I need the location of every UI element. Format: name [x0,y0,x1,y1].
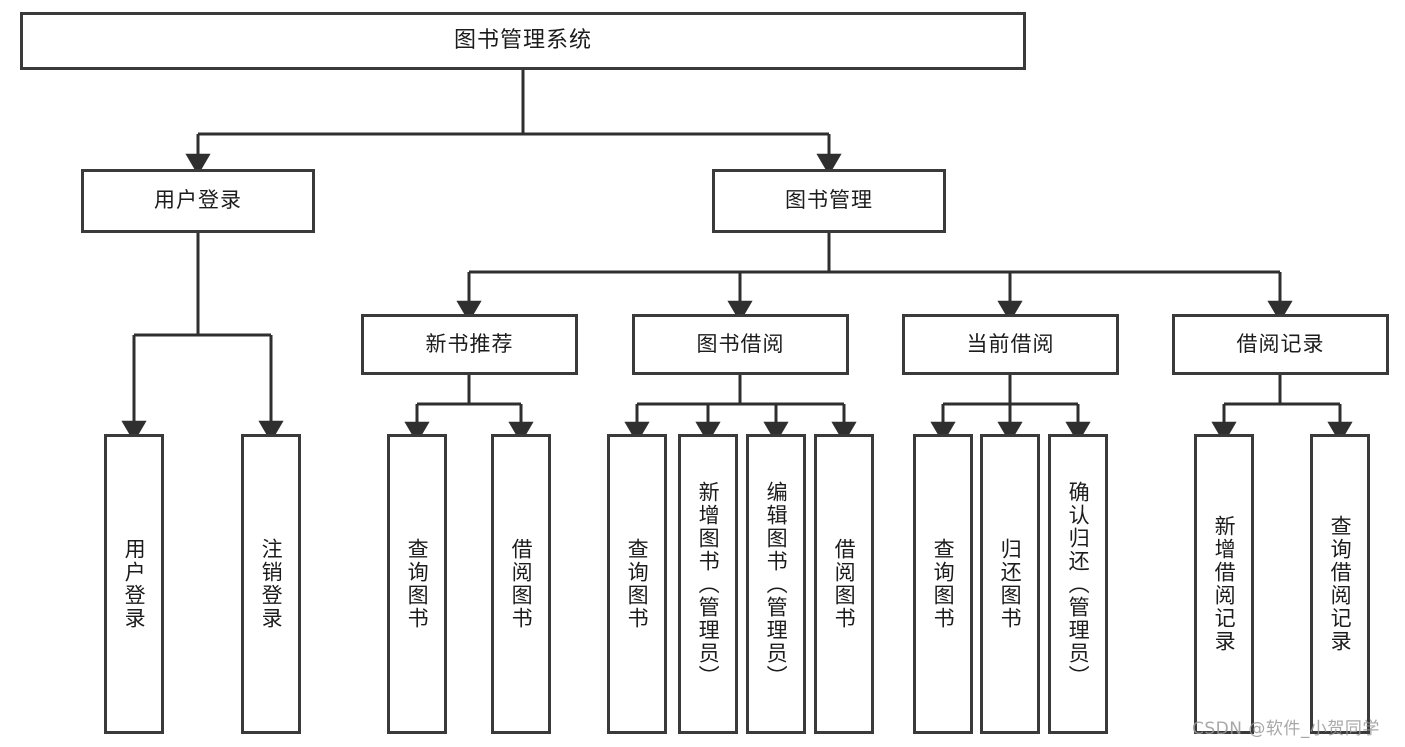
leaf-query-borrow-record[interactable]: 查询借阅记录 [1310,434,1370,734]
leaf-return-book[interactable]: 归还图书 [980,434,1040,734]
node-book-borrow[interactable]: 图书借阅 [632,314,849,375]
csdn-watermark: CSDN @软件_小贺同学 [1192,719,1380,739]
node-label: 借阅图书 [832,538,857,630]
leaf-confirm-return-admin[interactable]: 确认归还（管理员） [1048,434,1108,734]
node-label: 新书推荐 [425,331,514,356]
node-label: 查询借阅记录 [1328,515,1353,653]
node-label: 确认归还（管理员） [1066,480,1091,688]
node-label: 注销登录 [259,538,284,630]
node-label: 图书管理系统 [453,27,592,53]
node-label: 图书借阅 [696,331,785,356]
node-label: 查询图书 [931,538,956,630]
node-root-system[interactable]: 图书管理系统 [20,12,1026,70]
node-borrow-record[interactable]: 借阅记录 [1172,314,1389,375]
node-label: 当前借阅 [966,331,1055,356]
leaf-add-borrow-record[interactable]: 新增借阅记录 [1194,434,1254,734]
leaf-borrow-book-a[interactable]: 借阅图书 [491,434,551,734]
node-new-book-recommend[interactable]: 新书推荐 [361,314,578,375]
node-label: 查询图书 [625,538,650,630]
leaf-user-login[interactable]: 用户登录 [104,434,164,734]
node-label: 借阅图书 [509,538,534,630]
node-book-manage[interactable]: 图书管理 [712,169,946,233]
node-label: 用户登录 [154,188,242,213]
leaf-add-book-admin[interactable]: 新增图书（管理员） [678,434,738,734]
node-label: 图书管理 [785,188,873,213]
leaf-borrow-book-b[interactable]: 借阅图书 [814,434,874,734]
node-label: 借阅记录 [1236,331,1325,356]
node-label: 新增图书（管理员） [696,480,721,688]
node-current-borrow[interactable]: 当前借阅 [902,314,1119,375]
leaf-logout[interactable]: 注销登录 [241,434,301,734]
leaf-query-book-b[interactable]: 查询图书 [607,434,667,734]
node-label: 编辑图书（管理员） [764,480,789,688]
node-label: 归还图书 [998,538,1023,630]
leaf-query-book-a[interactable]: 查询图书 [387,434,447,734]
node-user-login[interactable]: 用户登录 [81,169,315,233]
leaf-query-book-c[interactable]: 查询图书 [913,434,973,734]
node-label: 用户登录 [122,538,147,630]
leaf-edit-book-admin[interactable]: 编辑图书（管理员） [746,434,806,734]
node-label: 新增借阅记录 [1212,515,1237,653]
node-label: 查询图书 [405,538,430,630]
